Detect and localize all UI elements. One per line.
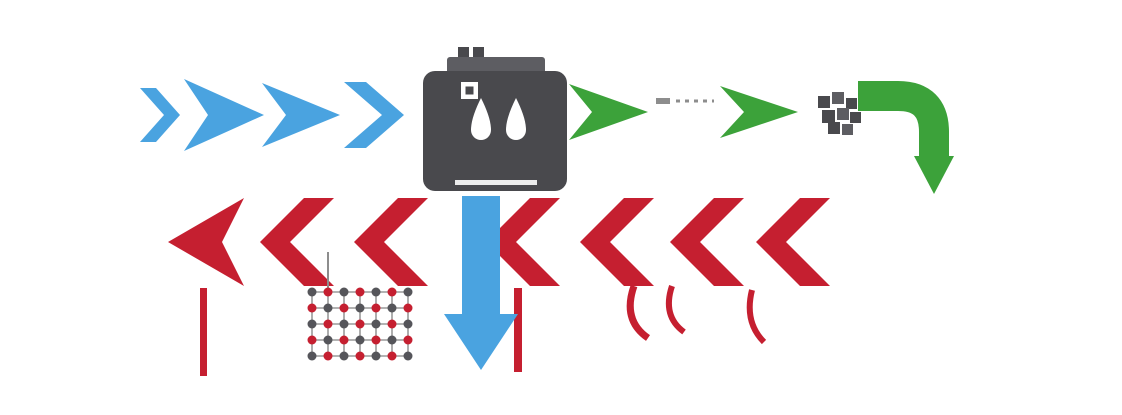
input-arrow-2 (184, 79, 264, 151)
forward-arrow-bend-head (914, 156, 954, 194)
lattice-atom (403, 351, 413, 361)
lattice-atom (339, 335, 349, 345)
red-accent-stroke (626, 284, 651, 341)
lattice-atom (323, 319, 333, 329)
cluster-square (837, 108, 849, 120)
lattice-atom (371, 303, 381, 313)
material-cluster (818, 92, 861, 135)
lattice-atom (355, 319, 365, 329)
lattice-atom (371, 319, 381, 329)
lattice-atom (307, 303, 317, 313)
lattice-atom (307, 351, 317, 361)
cluster-square (822, 110, 835, 123)
input-arrows (140, 79, 404, 151)
red-accent-stroke (514, 288, 522, 372)
forward-arrow-2 (720, 86, 798, 138)
lattice-atom (323, 351, 333, 361)
lattice-atom (403, 319, 413, 329)
forward-arrow-1 (569, 84, 648, 140)
cluster-square (850, 112, 861, 123)
return-chevron-6 (756, 198, 830, 286)
output-arrow-head (444, 314, 518, 370)
ampoule-icon-left (471, 98, 491, 140)
return-chevron-1 (260, 198, 334, 286)
lattice-atom (355, 287, 365, 297)
lattice-atom (355, 303, 365, 313)
return-chevron-5 (670, 198, 744, 286)
lattice-atom (323, 287, 333, 297)
return-arrows (168, 198, 830, 286)
input-arrow-chevron-1 (140, 88, 180, 142)
return-chevron-4 (580, 198, 654, 286)
return-chevron-2 (354, 198, 428, 286)
red-accent-stroke (746, 289, 767, 345)
furnace-knob-right (473, 47, 484, 58)
lattice-atom (387, 351, 397, 361)
lattice-atom (387, 335, 397, 345)
furnace-knob-left (458, 47, 469, 58)
lattice-atom (371, 351, 381, 361)
lattice-atom (323, 335, 333, 345)
ampoule-icon-right (506, 98, 526, 140)
furnace-lid (447, 57, 545, 74)
connector-dash (656, 98, 670, 104)
lattice-atom (403, 303, 413, 313)
lattice-atom (307, 287, 317, 297)
forward-arrow-bend (858, 81, 949, 158)
lattice-atom (339, 319, 349, 329)
output-arrow-shaft (462, 196, 500, 318)
lattice-atom (371, 335, 381, 345)
cluster-square (828, 122, 840, 134)
cluster-square (846, 98, 857, 109)
lattice-atom (323, 303, 333, 313)
lattice-atom (387, 287, 397, 297)
lattice-atom (387, 319, 397, 329)
furnace-baseline (455, 180, 537, 185)
return-arrow-head (168, 198, 244, 286)
cluster-square (832, 92, 844, 104)
lattice-atom (339, 303, 349, 313)
lattice-atom (387, 303, 397, 313)
input-arrow-3 (262, 83, 340, 147)
lattice-atom (355, 335, 365, 345)
input-arrow-chevron-4 (344, 82, 404, 148)
furnace-display-inner (465, 86, 474, 95)
lattice-atom (403, 335, 413, 345)
red-accent-stroke (200, 288, 207, 376)
output-arrow-down (444, 196, 518, 370)
furnace-body (423, 71, 567, 191)
cluster-square (842, 124, 853, 135)
lattice-atom (355, 351, 365, 361)
lattice-atom (403, 287, 413, 297)
return-chevron-3 (486, 198, 560, 286)
crystal-lattice (307, 287, 413, 361)
lattice-atom (339, 351, 349, 361)
lattice-atom (307, 335, 317, 345)
lattice-atom (339, 287, 349, 297)
lattice-atom (371, 287, 381, 297)
cluster-square (818, 96, 830, 108)
red-accent-stroke (666, 285, 686, 335)
furnace-icon (423, 47, 567, 191)
red-accent-strokes (200, 284, 767, 376)
lattice-atom (307, 319, 317, 329)
forward-arrows (569, 81, 954, 194)
